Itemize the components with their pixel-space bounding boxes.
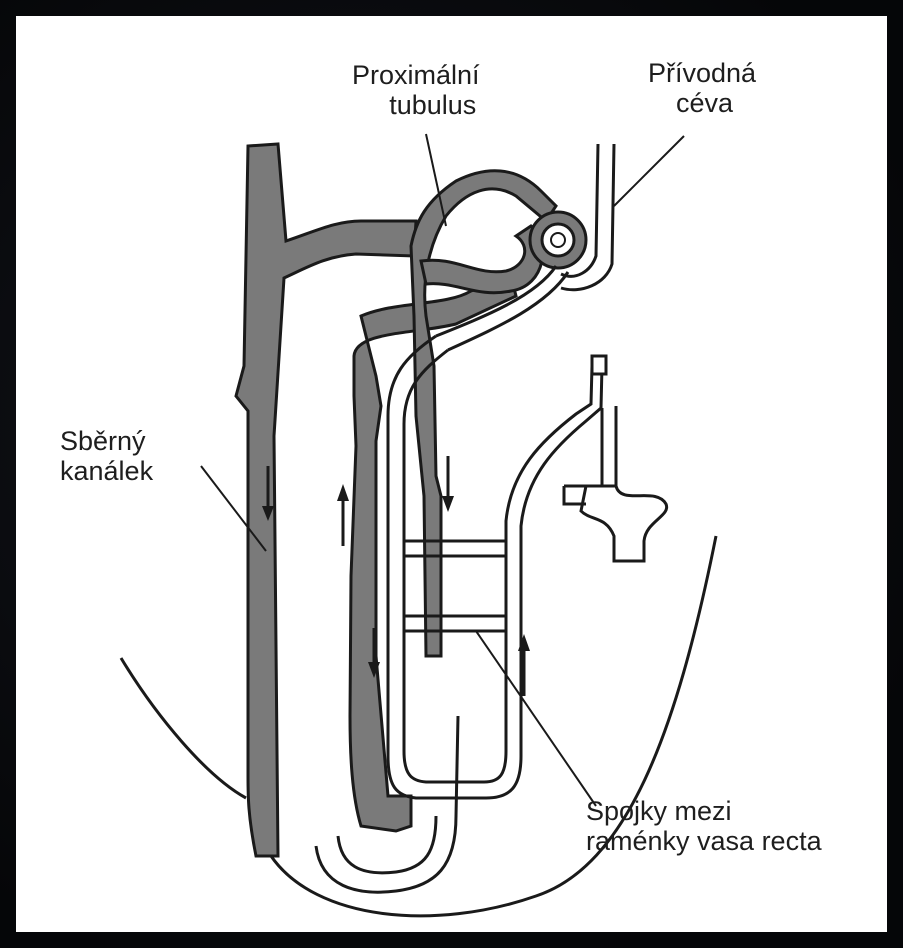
arrow-descending-down [442, 456, 454, 512]
label-vasa-line1: Spojky mezi [586, 796, 822, 826]
label-afferent-line1: Přívodná [648, 58, 756, 88]
label-proximal-line2: tubulus [352, 90, 480, 120]
vasa-recta-top-stub [592, 356, 606, 374]
vasa-recta-link-1 [404, 541, 506, 556]
vasa-recta-link-2 [404, 616, 506, 631]
glomerulus-core [551, 233, 565, 247]
label-proximal-line1: Proximální [352, 60, 480, 90]
capillary-branch [564, 486, 667, 561]
label-collecting-line1: Sběrný [60, 426, 153, 456]
label-collecting-line2: kanálek [60, 456, 153, 486]
leader-afferent [614, 136, 684, 206]
diagram-canvas: Proximální tubulus Přívodná céva Sběrný … [16, 16, 887, 932]
label-afferent-vessel: Přívodná céva [648, 58, 756, 118]
label-vasa-line2: raménky vasa recta [586, 826, 822, 856]
label-collecting-duct: Sběrný kanálek [60, 426, 153, 486]
region-boundary-bottom [271, 536, 716, 916]
capillary-link [602, 406, 616, 486]
arrow-ascending-up [337, 484, 349, 546]
label-proximal-tubule: Proximální tubulus [352, 60, 480, 120]
proximal-coil [421, 226, 543, 293]
label-vasa-recta-links: Spojky mezi raménky vasa recta [586, 796, 822, 856]
region-boundary-left [121, 658, 246, 798]
label-afferent-line2: céva [648, 88, 756, 118]
